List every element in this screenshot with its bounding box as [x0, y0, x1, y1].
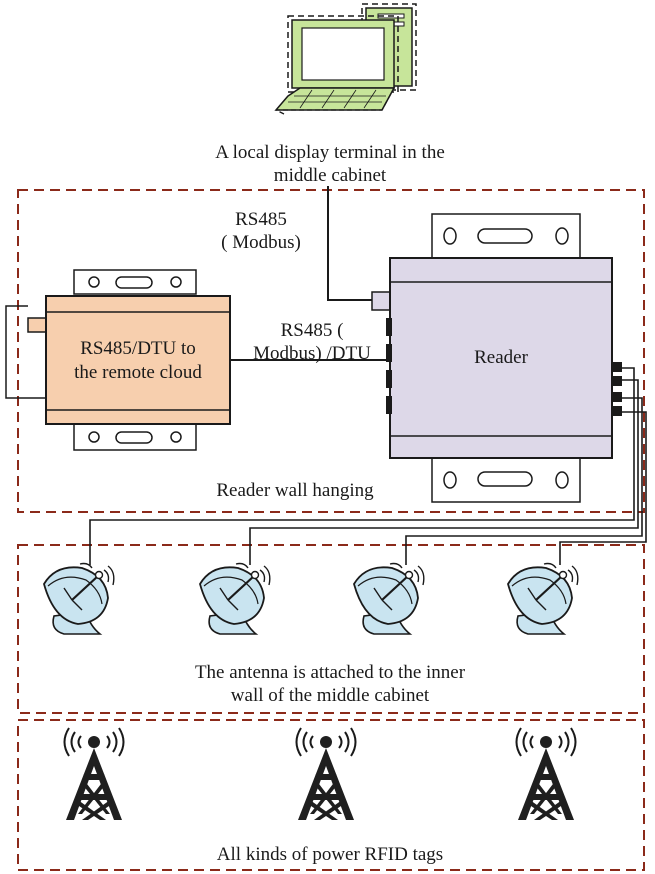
antenna-section-label-line1: The antenna is attached to the inner: [194, 662, 466, 683]
antenna-icon: [198, 562, 271, 636]
tag-section-label: All kinds of power RFID tags: [216, 844, 444, 865]
computer-terminal-icon: [274, 3, 417, 115]
dtu-link-label: RS485 ( Modbus) /DTU: [232, 319, 392, 365]
rfid-tag-tower-icon: [515, 727, 577, 821]
antenna-icon: [42, 562, 115, 636]
antenna-section-label: The antenna is attached to the inner wal…: [140, 661, 520, 707]
reader-link-label: RS485 ( Modbus): [196, 208, 326, 254]
reader-section-label: Reader wall hanging: [216, 480, 374, 501]
reader-device-label: Reader: [474, 347, 528, 368]
terminal-to-reader-line: [327, 186, 372, 301]
dtu-side-connector-line: [5, 305, 50, 399]
dtu-link-label-line2: Modbus) /DTU: [253, 343, 371, 364]
reader-link-label-line1: RS485: [235, 209, 287, 230]
reader-link-label-line2: ( Modbus): [221, 232, 301, 253]
dtu-device: [27, 269, 231, 451]
tag-section-frame: [17, 719, 645, 871]
dtu-device-label-line1: RS485/DTU to: [80, 338, 196, 359]
antenna-icon: [506, 562, 579, 636]
rfid-tag-tower-icon: [295, 727, 357, 821]
dtu-link-label-line1: RS485 (: [280, 320, 344, 341]
antenna-icon: [352, 562, 425, 636]
rfid-tag-tower-icon: [63, 727, 125, 821]
reader-to-antenna-cables: [89, 367, 647, 565]
terminal-label: A local display terminal in the middle c…: [160, 141, 500, 187]
reader-section-frame: [17, 189, 645, 513]
dtu-device-label-line2: the remote cloud: [74, 362, 202, 383]
terminal-label-line2: middle cabinet: [273, 165, 387, 186]
antenna-section-label-line2: wall of the middle cabinet: [230, 685, 430, 706]
terminal-label-line1: A local display terminal in the: [215, 142, 445, 163]
dtu-device-label: RS485/DTU to the remote cloud: [46, 337, 230, 385]
reader-device: [371, 213, 622, 503]
antenna-section-frame: [17, 544, 645, 714]
